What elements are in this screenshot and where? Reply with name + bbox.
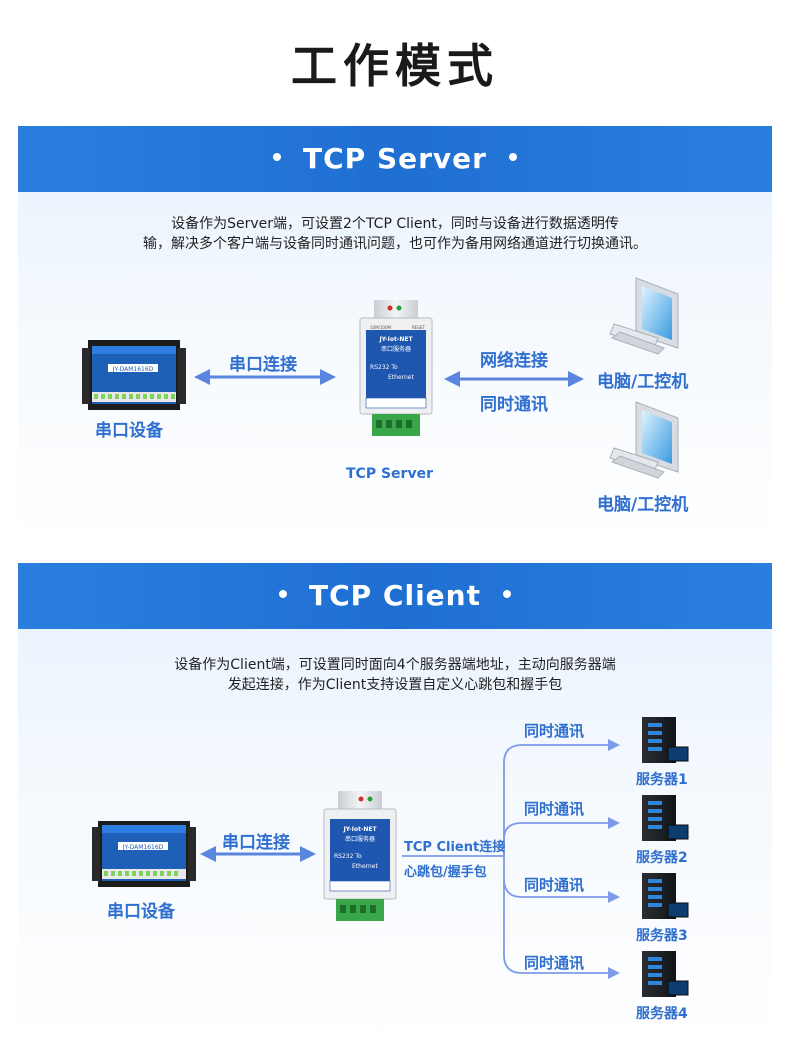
serial-server-device-image: JY-Iot-NET 串口服务器 RS232 To Ethernet (323, 791, 397, 921)
link-led-icon (396, 305, 402, 311)
tcp-client-card: TCP Client 设备作为Client端，可设置同时面向4个服务器端地址，主… (18, 563, 772, 1046)
gateway-top-left-text: 10M/100M (370, 325, 392, 330)
serial-link-arrow (200, 846, 316, 862)
tcp-server-card: TCP Server 设备作为Server端，可设置2个TCP Client，同… (18, 126, 772, 540)
gateway-brand-text: JY-Iot-NET (378, 336, 413, 343)
page-title: 工作模式 (291, 39, 499, 93)
tcp-server-diagram: JY-DAM1616D 10M/100M RESET JY-Iot-NET 串口… (82, 277, 679, 479)
server-label: 服务器2 (636, 850, 688, 866)
serial-device-image: JY-DAM1616D (92, 821, 196, 887)
branch-label: 同时通讯 (524, 876, 585, 894)
server-label: 服务器1 (636, 772, 688, 788)
server-tower-icon (642, 795, 689, 841)
network-link-arrow (444, 371, 584, 387)
branch-label: 同时通讯 (524, 800, 585, 818)
tcp-client-header: TCP Client (18, 563, 772, 629)
network-link-label: 网络连接 (480, 351, 548, 371)
tcp-client-branch-lines (402, 744, 610, 974)
arrow-right-icon (608, 891, 620, 903)
server-label: 服务器3 (636, 928, 688, 944)
server-tower-icon (642, 717, 689, 763)
serial-device-label: 串口设备 (95, 421, 163, 441)
tcp-client-diagram: JY-DAM1616D JY-Iot-NET 串口服务器 RS232 To Et… (92, 717, 689, 997)
gateway-top-right-text: RESET (412, 325, 425, 330)
arrow-right-icon (608, 967, 620, 979)
tcp-server-title: TCP Server (303, 142, 487, 175)
arrow-right-icon (608, 817, 620, 829)
power-led-icon (387, 305, 393, 311)
sync-comm-label: 同时通讯 (480, 395, 548, 415)
serial-link-label: 串口连接 (222, 833, 290, 853)
server-label: 服务器4 (636, 1006, 688, 1022)
serial-link-arrow (194, 369, 336, 385)
pc-label: 电脑/工控机 (597, 495, 689, 515)
serial-device-label: 串口设备 (107, 902, 175, 922)
serial-device-image: JY-DAM1616D (82, 340, 186, 410)
description-line: 设备作为Client端，可设置同时面向4个服务器端地址，主动向服务器端 (174, 657, 616, 673)
bullet-icon (508, 153, 517, 161)
daq-model-text: JY-DAM1616D (122, 844, 164, 851)
serial-link-label: 串口连接 (229, 355, 297, 375)
gateway-name-text: 串口服务器 (381, 345, 411, 353)
heartbeat-label: 心跳包/握手包 (404, 865, 487, 880)
arrow-right-icon (608, 739, 620, 751)
tcp-client-description: 设备作为Client端，可设置同时面向4个服务器端地址，主动向服务器端 发起连接… (78, 655, 712, 695)
gateway-brand-text: JY-Iot-NET (342, 826, 377, 833)
tcp-server-header: TCP Server (18, 126, 772, 192)
gateway-spec-text: Ethernet (352, 863, 378, 870)
server-tower-icon (642, 951, 689, 997)
description-line: 输，解决多个客户端与设备同时通讯问题，也可作为备用网络通道进行切换通讯。 (143, 236, 647, 252)
tcp-client-link-label: TCP Client连接 (404, 840, 506, 855)
tcp-server-device-label: TCP Server (346, 466, 433, 482)
branch-label: 同时通讯 (524, 722, 585, 740)
description-line: 发起连接，作为Client支持设置自定义心跳包和握手包 (227, 677, 563, 693)
link-led-icon (367, 796, 373, 802)
server-tower-icon (642, 873, 689, 919)
bullet-icon (273, 153, 282, 161)
serial-server-device-image: 10M/100M RESET JY-Iot-NET 串口服务器 RS232 To… (359, 300, 433, 436)
daq-model-text: JY-DAM1616D (112, 366, 154, 373)
tcp-client-title: TCP Client (309, 579, 481, 612)
gateway-spec-text: Ethernet (388, 374, 414, 381)
pc-icon (609, 277, 679, 355)
branch-label: 同时通讯 (524, 954, 585, 972)
pc-label: 电脑/工控机 (597, 372, 689, 392)
gateway-spec-text: RS232 To (334, 853, 362, 860)
power-led-icon (358, 796, 364, 802)
branch-arrowheads (608, 739, 620, 979)
gateway-name-text: 串口服务器 (345, 835, 375, 843)
bullet-icon (279, 590, 287, 598)
bullet-icon (502, 590, 511, 598)
gateway-spec-text: RS232 To (370, 364, 398, 371)
tcp-server-description: 设备作为Server端，可设置2个TCP Client，同时与设备进行数据透明传… (78, 214, 712, 254)
pc-icon (609, 401, 679, 479)
description-line: 设备作为Server端，可设置2个TCP Client，同时与设备进行数据透明传 (171, 216, 619, 232)
